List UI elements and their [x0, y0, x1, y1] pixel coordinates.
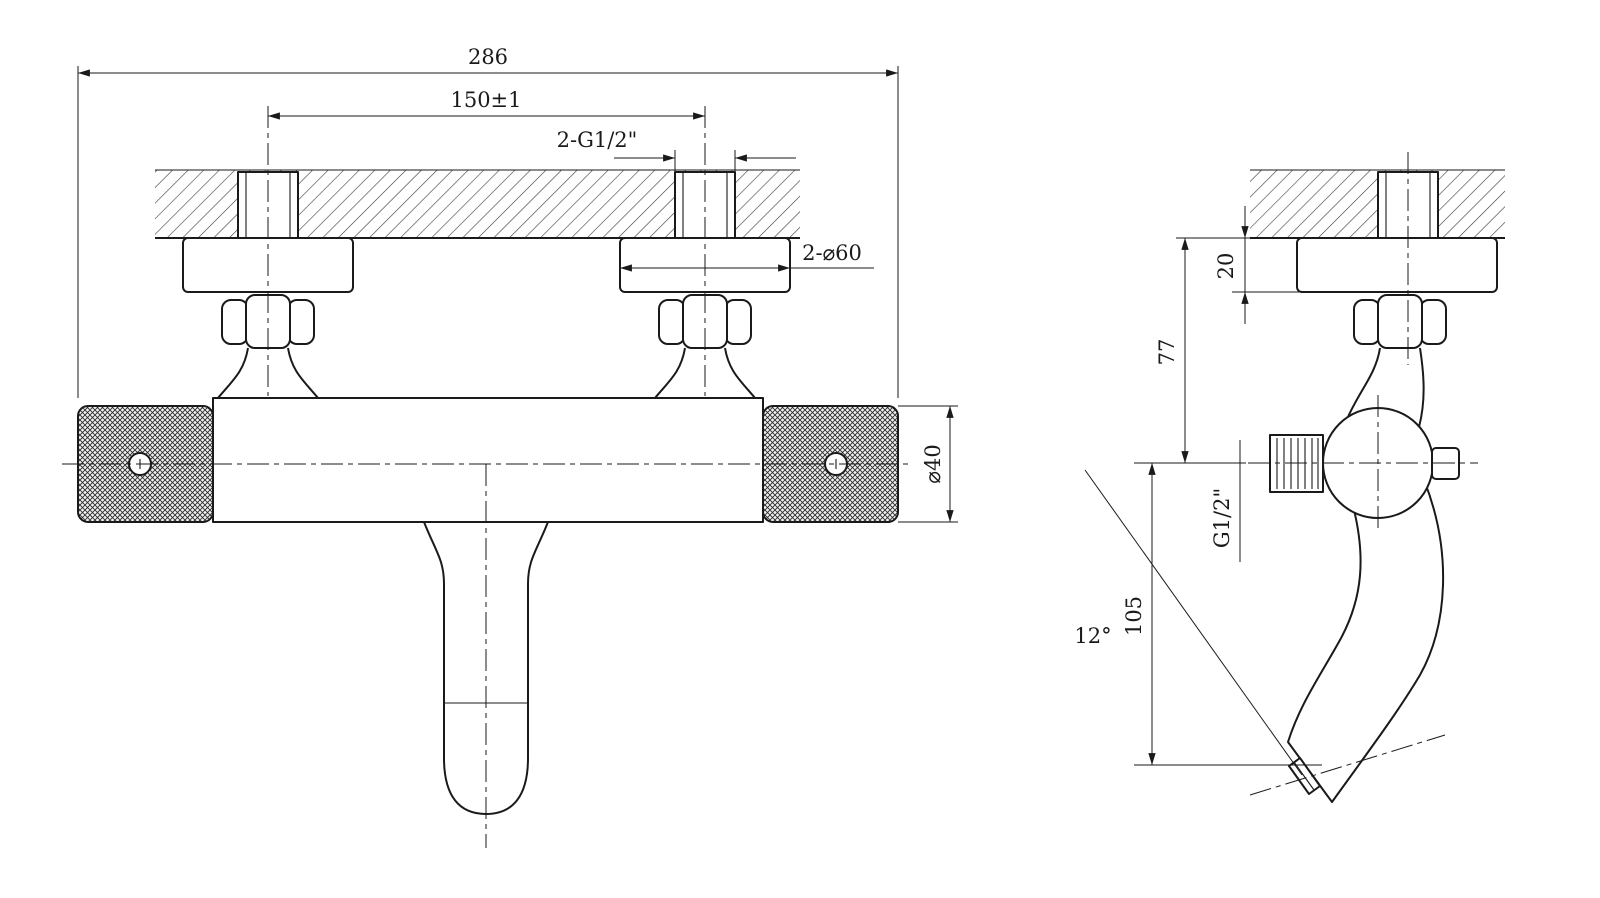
dim-outlet-thread: G1/2" — [1210, 440, 1241, 562]
dim-inlet-threads: 2-G1/2" — [557, 128, 796, 174]
connector-bell-right — [654, 347, 756, 399]
dim-text-axis-to-outlet: 105 — [1122, 596, 1146, 636]
dim-inlet-spacing: 150±1 — [268, 88, 705, 120]
side-view: 20 77 G1/2" 105 12° — [1074, 152, 1505, 803]
front-view: 286 150±1 2-G1/2" 2-⌀60 ⌀40 — [62, 45, 958, 848]
dim-text-escutcheon-depth: 20 — [1214, 253, 1238, 280]
mixer-body — [212, 397, 764, 523]
label-text-escutcheons: 2-⌀60 — [802, 241, 862, 265]
dim-overall-width: 286 — [77, 45, 899, 398]
center-lines-side — [1248, 152, 1478, 796]
connector-bell-left — [217, 347, 319, 399]
dim-text-body-diameter: ⌀40 — [921, 444, 945, 483]
label-text-inlet-threads: 2-G1/2" — [557, 128, 638, 152]
dim-text-inlet-spacing: 150±1 — [450, 88, 521, 112]
dim-body-diameter: ⌀40 — [898, 405, 958, 523]
union-nut-left — [221, 294, 315, 349]
center-lines-front — [62, 106, 912, 848]
dim-text-wall-to-axis: 77 — [1155, 339, 1179, 366]
dim-escutcheon-diameter: 2-⌀60 — [620, 241, 874, 272]
dim-escutcheon-depth: 20 — [1176, 206, 1299, 324]
union-nut-side — [1353, 294, 1447, 349]
connector-bell-side — [1347, 347, 1425, 428]
escutcheon-side — [1296, 237, 1498, 293]
label-text-outlet-thread: G1/2" — [1210, 488, 1234, 548]
dim-text-spout-angle: 12° — [1074, 624, 1111, 648]
spout-side — [1287, 479, 1445, 803]
dim-axis-to-outlet: 105 — [1122, 463, 1322, 766]
dim-text-overall-width: 286 — [468, 45, 508, 69]
dim-spout-angle: 12° — [1074, 469, 1303, 776]
outlet-axis-line — [1249, 734, 1446, 796]
